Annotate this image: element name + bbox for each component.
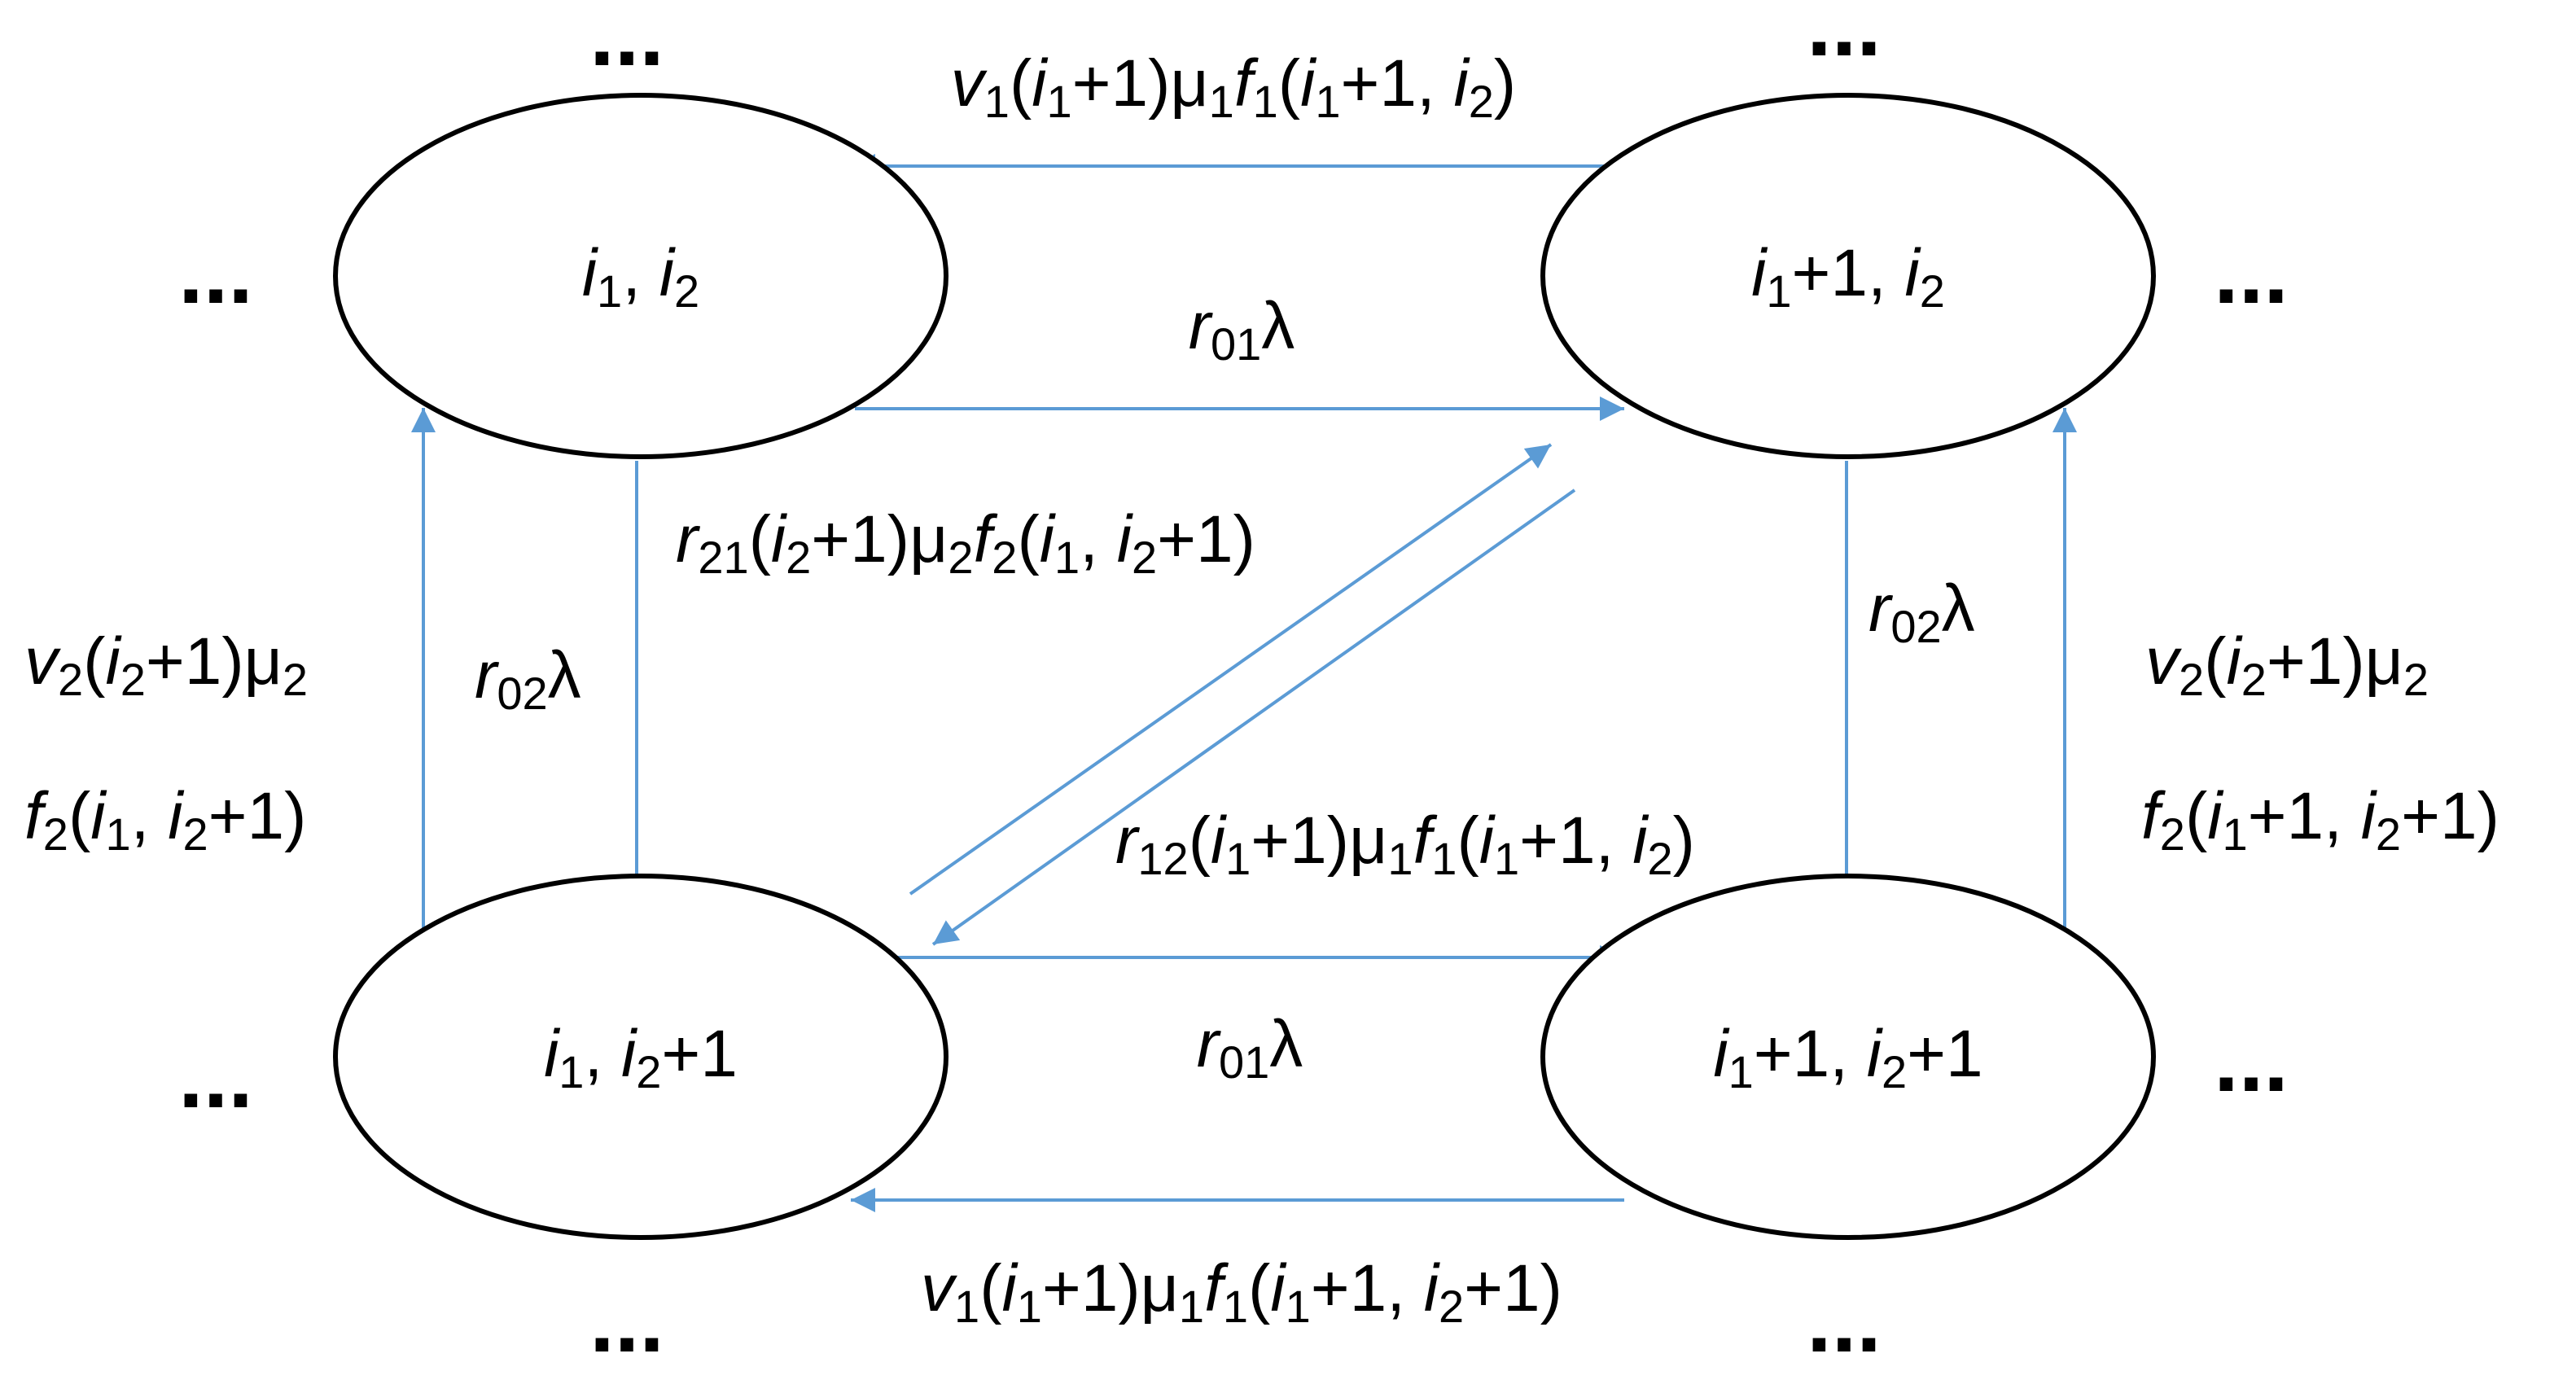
ellipsis-bottom-left: ... [589, 1271, 664, 1371]
label-r01-bottom: r01λ [1197, 1007, 1303, 1088]
arrow-diagonal-r12-down [931, 488, 1576, 946]
label-r01-top: r01λ [1189, 289, 1295, 370]
label-v2-right-line2: f2(i1+1, i2+1) [2141, 779, 2499, 860]
state-node-i1-i2: i1, i2 [333, 93, 948, 459]
state-label: i1, i2+1 [544, 1017, 738, 1097]
ellipsis-left-top: ... [178, 222, 253, 322]
state-node-i1-i2plus1: i1, i2+1 [333, 874, 948, 1240]
label-r21: r21(i2+1)μ2f2(i1, i2+1) [676, 502, 1255, 583]
arrow-diagonal-r21-up [909, 443, 1553, 896]
ellipsis-bottom-right: ... [1807, 1271, 1882, 1371]
label-r02-right: r02λ [1868, 572, 1975, 652]
state-node-i1plus1-i2: i1+1, i2 [1540, 93, 2156, 459]
ellipsis-left-bottom: ... [178, 1027, 253, 1127]
label-v1-bottom: v1(i1+1)μ1f1(i1+1, i2+1) [921, 1251, 1562, 1332]
state-label: i1+1, i2 [1751, 236, 1945, 317]
ellipsis-right-bottom: ... [2214, 1010, 2289, 1110]
label-v2-left-line1: v2(i2+1)μ2 [24, 624, 308, 705]
label-r02-left: r02λ [475, 638, 581, 719]
state-label: i1+1, i2+1 [1713, 1017, 1982, 1097]
label-v1-top: v1(i1+1)μ1f1(i1+1, i2) [951, 46, 1516, 127]
ellipsis-top-right: ... [1807, 0, 1882, 75]
ellipsis-top-left: ... [589, 0, 664, 85]
state-label: i1, i2 [582, 236, 699, 317]
label-v2-right-line1: v2(i2+1)μ2 [2145, 624, 2429, 705]
state-node-i1plus1-i2plus1: i1+1, i2+1 [1540, 874, 2156, 1240]
label-r12: r12(i1+1)μ1f1(i1+1, i2) [1115, 804, 1695, 884]
label-v2-left-line2: f2(i1, i2+1) [24, 779, 306, 860]
ellipsis-right-top: ... [2214, 222, 2289, 322]
